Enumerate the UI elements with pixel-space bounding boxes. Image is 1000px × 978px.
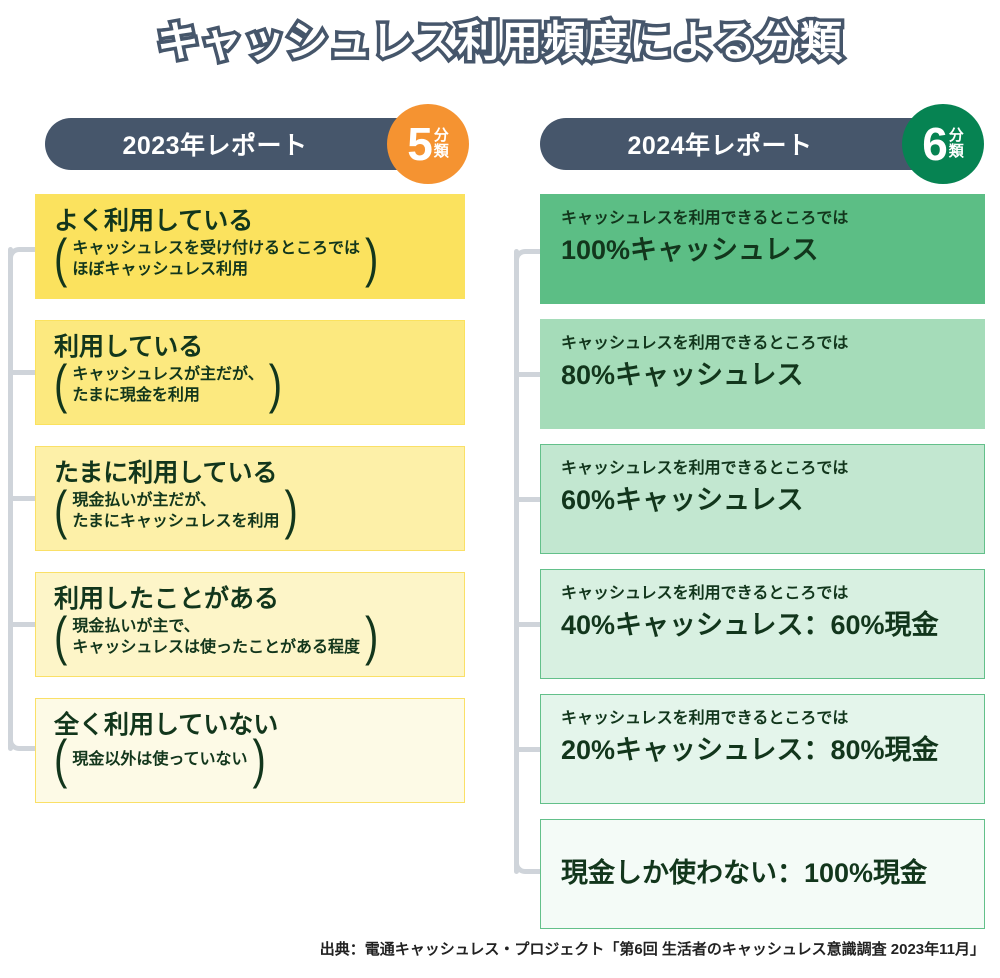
paren-close-icon: ) (252, 729, 266, 790)
header-label-2024: 2024年レポート (627, 132, 813, 160)
card-2023-3-subtitle-row: (現金払いが主だが、たまにキャッシュレスを利用) (54, 483, 446, 537)
card-2024-5-caption: キャッシュレスを利用できるところでは (561, 710, 849, 727)
column-header-2023: 2023年レポート 5 分 類 (45, 104, 469, 184)
bracket-stub-4 (514, 621, 541, 627)
card-2023-4-title: 利用したことがある (54, 585, 280, 613)
card-2024-4: キャッシュレスを利用できるところでは 40%キャッシュレス：60%現金 (540, 569, 985, 679)
badge-2023-category-count: 5 分 類 (387, 104, 469, 184)
badge-unit-top-2023: 分 (433, 126, 449, 144)
card-2023-1-subtitle: キャッシュレスを受け付けるところではほぼキャッシュレス利用 (72, 238, 360, 280)
badge-2024-category-count: 6 分 類 (902, 104, 984, 184)
paren-open-icon: ( (54, 480, 68, 540)
badge-unit-top-2024: 分 (948, 126, 964, 144)
bracket-stub-3 (514, 496, 541, 502)
badge-unit-2023: 分 類 (433, 126, 449, 160)
bracket-corner-bot (8, 728, 35, 751)
card-2024-1-value: 100%キャッシュレス (561, 234, 819, 265)
bracket-corner-top (8, 246, 35, 269)
card-2023-5: 全く利用していない(現金以外は使っていない) (35, 698, 465, 803)
bracket-stub-5 (514, 746, 541, 752)
card-2023-3-title: たまに利用している (54, 459, 278, 487)
card-2024-3: キャッシュレスを利用できるところでは 60%キャッシュレス (540, 444, 985, 554)
card-2024-3-value: 60%キャッシュレス (561, 484, 804, 515)
paren-close-icon: ) (284, 480, 298, 540)
card-2024-6: 現金しか使わない：100%現金 (540, 819, 985, 929)
subtitle-line-2: たまにキャッシュレスを利用 (72, 512, 280, 530)
badge-number-2023: 5 (407, 118, 433, 170)
bracket-stub-4 (8, 622, 35, 627)
card-2023-4: 利用したことがある(現金払いが主で、キャッシュレスは使ったことがある程度) (35, 572, 465, 677)
card-2023-5-subtitle-row: (現金以外は使っていない) (54, 733, 446, 787)
bracket-connector-2023 (8, 246, 35, 751)
bracket-stub-3 (8, 496, 35, 501)
card-2023-4-subtitle: 現金払いが主で、キャッシュレスは使ったことがある程度 (72, 616, 360, 658)
page-title: キャッシュレス利用頻度による分類 (154, 15, 846, 69)
card-2024-1: キャッシュレスを利用できるところでは 100%キャッシュレス (540, 194, 985, 304)
bracket-corner-top (514, 249, 541, 271)
bracket-stub-2 (514, 371, 541, 377)
card-2023-2-subtitle: キャッシュレスが主だが、たまに現金を利用 (72, 364, 263, 406)
badge-unit-bottom-2024: 類 (948, 143, 964, 160)
bracket-corner-bot (514, 852, 541, 874)
bracket-connector-2024 (514, 249, 541, 874)
subtitle-line-1: 現金払いが主だが、 (72, 491, 217, 509)
badge-unit-2024: 分 類 (948, 126, 964, 160)
card-2023-5-title: 全く利用していない (54, 711, 279, 739)
card-2024-1-caption: キャッシュレスを利用できるところでは (561, 210, 849, 227)
card-2024-6-value: 現金しか使わない：100%現金 (561, 858, 928, 889)
subtitle-line-1: 現金払いが主で、 (72, 617, 200, 635)
card-2023-1-title: よく利用している (54, 207, 254, 235)
page-title-container: キャッシュレス利用頻度による分類 (0, 8, 1000, 69)
subtitle-line-2: ほぼキャッシュレス利用 (72, 260, 249, 278)
paren-close-icon: ) (268, 354, 283, 414)
badge-unit-bottom-2023: 類 (433, 143, 449, 160)
card-2023-2-subtitle-row: (キャッシュレスが主だが、たまに現金を利用) (54, 357, 446, 411)
card-2024-2-caption: キャッシュレスを利用できるところでは (561, 335, 849, 352)
card-2023-2-title: 利用している (54, 333, 204, 361)
card-2024-5-value: 20%キャッシュレス：80%現金 (561, 734, 939, 765)
card-2024-2: キャッシュレスを利用できるところでは 80%キャッシュレス (540, 319, 985, 429)
card-2023-3: たまに利用している(現金払いが主だが、たまにキャッシュレスを利用) (35, 446, 465, 551)
card-2023-5-subtitle: 現金以外は使っていない (72, 742, 247, 779)
card-2024-4-value: 40%キャッシュレス：60%現金 (561, 609, 939, 640)
paren-close-icon: ) (365, 228, 379, 288)
card-2023-2: 利用している(キャッシュレスが主だが、たまに現金を利用) (35, 320, 465, 425)
badge-number-2024: 6 (922, 118, 948, 170)
card-2024-3-caption: キャッシュレスを利用できるところでは (561, 460, 849, 477)
header-pill-2024 (540, 118, 970, 170)
card-2023-1: よく利用している(キャッシュレスを受け付けるところではほぼキャッシュレス利用) (35, 194, 465, 299)
card-2024-2-value: 80%キャッシュレス (561, 359, 804, 390)
card-2023-3-subtitle: 現金払いが主だが、たまにキャッシュレスを利用 (72, 490, 279, 532)
card-2023-4-subtitle-row: (現金払いが主で、キャッシュレスは使ったことがある程度) (54, 609, 446, 663)
header-label-2023: 2023年レポート (122, 132, 308, 160)
card-2024-4-caption: キャッシュレスを利用できるところでは (561, 585, 849, 602)
card-2024-5: キャッシュレスを利用できるところでは 20%キャッシュレス：80%現金 (540, 694, 985, 804)
subtitle-line-2: たまに現金を利用 (72, 386, 200, 404)
subtitle-line-1: 現金以外は使っていない (72, 751, 248, 769)
paren-open-icon: ( (54, 354, 68, 414)
paren-open-icon: ( (54, 729, 68, 790)
header-pill-2023 (45, 118, 455, 170)
subtitle-line-1: キャッシュレスを受け付けるところでは (72, 239, 361, 257)
paren-open-icon: ( (54, 606, 68, 666)
subtitle-line-2: キャッシュレスは使ったことがある程度 (72, 638, 361, 656)
subtitle-line-1: キャッシュレスが主だが、 (72, 365, 264, 383)
bracket-spine (514, 249, 519, 874)
paren-open-icon: ( (54, 228, 68, 288)
source-note: 出典：電通キャッシュレス・プロジェクト「第6回 生活者のキャッシュレス意識調査 … (319, 941, 985, 958)
bracket-stub-2 (8, 370, 35, 375)
column-header-2024: 2024年レポート 6 分 類 (540, 104, 984, 184)
paren-close-icon: ) (365, 606, 379, 666)
card-2023-1-subtitle-row: (キャッシュレスを受け付けるところではほぼキャッシュレス利用) (54, 231, 446, 285)
